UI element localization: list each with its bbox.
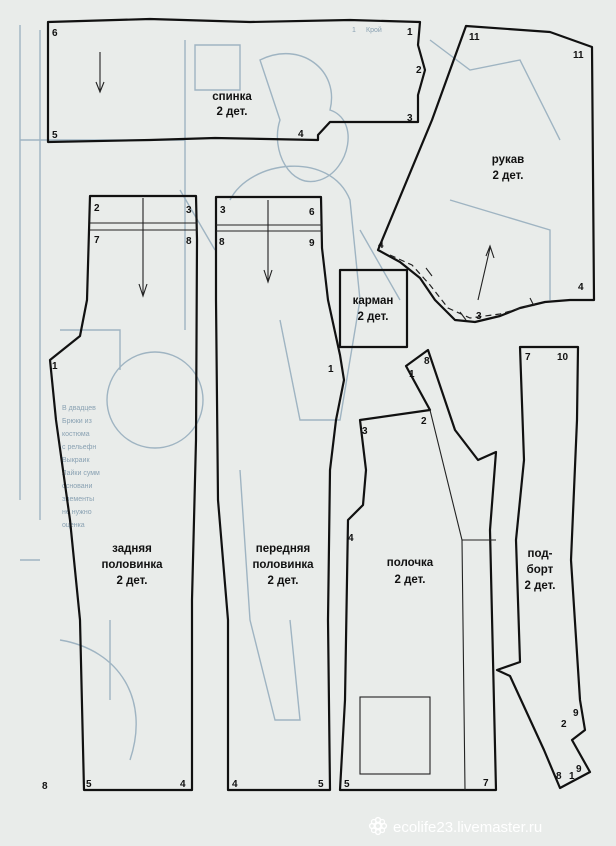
front-count: 2 дет.	[395, 574, 426, 586]
bg-note-7: элементы	[62, 496, 94, 503]
front-point-3: 3	[362, 426, 368, 437]
front-trouser-point-3: 3	[220, 205, 226, 216]
watermark-text: ecolife23.livemaster.ru	[393, 819, 542, 836]
sleeve-point-11-right: 11	[573, 50, 584, 61]
piece-back-trouser: 2 3 7 8 1 5 4 задняя половинка 2 дет.	[48, 194, 199, 792]
back-trouser-point-4: 4	[180, 779, 186, 790]
front-trouser-title-2: половинка	[252, 559, 314, 571]
bg-note-8: не нужно	[62, 509, 92, 516]
sleeve-title: рукав	[492, 154, 525, 166]
facing-point-1: 1	[569, 771, 575, 782]
facing-title-1: под-	[528, 548, 553, 560]
facing-title-2: борт	[527, 564, 554, 576]
piece-sleeve: 11 11 4 3 4 рукав 2 дет.	[376, 24, 596, 324]
bg-note-3: с рельефн	[62, 444, 96, 451]
back-trouser-count: 2 дет.	[117, 575, 148, 587]
sleeve-point-4-right: 4	[578, 282, 584, 293]
bg-note-9: оценка	[62, 522, 85, 529]
background-illustration: 1 Крой В двадцев Брюки из костюма с рель…	[19, 25, 561, 761]
front-trouser-point-4: 4	[232, 779, 238, 790]
front-point-8: 8	[424, 356, 430, 367]
facing-point-10: 10	[557, 352, 569, 363]
front-trouser-point-9: 9	[309, 238, 315, 249]
facing-point-2: 2	[561, 719, 567, 730]
front-point-7: 7	[483, 778, 489, 789]
back-point-6: 6	[52, 28, 58, 39]
front-title: полочка	[387, 557, 434, 569]
facing-point-7: 7	[525, 352, 531, 363]
piece-pocket: карман 2 дет.	[338, 268, 409, 349]
front-trouser-point-5: 5	[318, 779, 324, 790]
facing-point-8: 8	[556, 771, 562, 782]
back-trouser-title-2: половинка	[101, 559, 163, 571]
watermark: ecolife23.livemaster.ru	[368, 816, 542, 836]
back-trouser-point-5: 5	[86, 779, 92, 790]
back-trouser-point-1: 1	[52, 361, 58, 372]
bg-note-2: костюма	[62, 431, 90, 438]
facing-point-9-top: 9	[573, 708, 579, 719]
pocket-title: карман	[353, 295, 394, 307]
sleeve-point-3: 3	[476, 311, 482, 322]
front-trouser-point-1: 1	[328, 364, 334, 375]
pocket-count: 2 дет.	[358, 311, 389, 323]
front-trouser-count: 2 дет.	[268, 575, 299, 587]
back-point-4: 4	[298, 129, 304, 140]
back-point-5: 5	[52, 130, 58, 141]
back-point-3: 3	[407, 113, 413, 124]
back-count: 2 дет.	[217, 106, 248, 118]
piece-facing: 7 10 9 2 9 8 1 под- борт 2 дет.	[495, 345, 592, 790]
back-point-2: 2	[416, 65, 422, 76]
back-point-1: 1	[407, 27, 413, 38]
bg-note-5: Лайки сумм	[62, 469, 100, 477]
back-trouser-point-2: 2	[94, 203, 100, 214]
front-trouser-point-8: 8	[219, 237, 225, 248]
front-trouser-title-1: передняя	[256, 543, 310, 555]
sleeve-point-11-left: 11	[469, 32, 480, 43]
piece-back: 6 1 2 3 4 5 спинка 2 дет.	[46, 17, 427, 144]
back-title: спинка	[212, 91, 252, 103]
bg-note-1: Брюки из	[62, 418, 92, 425]
page-number: 8	[42, 781, 48, 792]
back-trouser-point-7: 7	[94, 235, 100, 246]
facing-point-9-bottom: 9	[576, 764, 582, 775]
sleeve-count: 2 дет.	[493, 170, 524, 182]
bg-note-6: основани	[62, 483, 93, 490]
front-point-5: 5	[344, 779, 350, 790]
front-point-4: 4	[348, 533, 354, 544]
piece-front: 8 1 3 2 4 5 7 полочка 2 дет.	[338, 348, 498, 792]
bg-note-4: Выкраик	[62, 457, 90, 464]
sleeve-point-4-left: 4	[378, 240, 384, 251]
facing-count: 2 дет.	[525, 580, 556, 592]
front-trouser-point-6: 6	[309, 207, 315, 218]
front-point-2: 2	[421, 416, 427, 427]
front-point-1: 1	[409, 369, 415, 380]
piece-front-trouser: 3 6 8 9 1 4 5 передняя половинка 2 дет.	[214, 195, 346, 792]
bg-header-text-2: Крой	[366, 26, 382, 34]
back-trouser-point-8: 8	[186, 236, 192, 247]
bg-header-text: 1	[352, 27, 356, 34]
watermark-flower-icon	[368, 816, 388, 836]
bg-note-0: В двадцев	[62, 405, 96, 412]
back-trouser-point-3: 3	[186, 205, 192, 216]
back-trouser-title-1: задняя	[112, 543, 152, 555]
